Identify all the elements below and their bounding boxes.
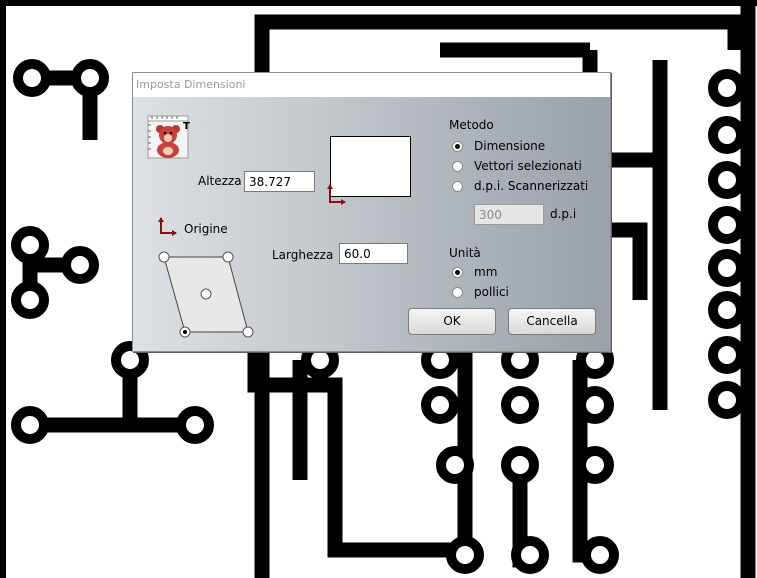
vettori-selezionati-label[interactable]: Vettori selezionati — [474, 159, 582, 173]
corner-axes-icon — [327, 184, 346, 205]
dpi-scannerizzati-label[interactable]: d.p.i. Scannerizzati — [474, 179, 589, 193]
altezza-input[interactable] — [244, 171, 315, 192]
dimensione-label[interactable]: Dimensione — [474, 139, 546, 153]
dialog-title: Imposta Dimensioni — [136, 78, 246, 91]
svg-text:T: T — [183, 121, 190, 132]
teddy-bear-ruler-icon: T — [147, 115, 190, 159]
radio-pollici[interactable] — [452, 287, 463, 298]
radio-mm[interactable] — [452, 267, 463, 278]
unita-heading: Unità — [449, 246, 481, 260]
cancel-button[interactable]: Cancella — [508, 308, 596, 335]
dialog-titlebar[interactable]: Imposta Dimensioni — [133, 73, 610, 97]
larghezza-label: Larghezza — [272, 248, 334, 262]
radio-dpi-scannerizzati[interactable] — [452, 181, 463, 192]
mm-label[interactable]: mm — [474, 265, 498, 279]
pollici-label[interactable]: pollici — [474, 285, 509, 299]
ok-button[interactable]: OK — [408, 308, 496, 335]
metodo-heading: Metodo — [449, 118, 494, 132]
radio-vettori-selezionati[interactable] — [452, 161, 463, 172]
origine-label: Origine — [184, 222, 228, 236]
dpi-unit-label: d.p.i — [550, 207, 577, 221]
larghezza-input[interactable] — [339, 243, 408, 264]
imposta-dimensioni-dialog: Imposta Dimensioni T Altezza Metodo Dime… — [132, 72, 611, 352]
altezza-label: Altezza — [198, 174, 242, 188]
radio-dimensione[interactable] — [452, 141, 463, 152]
origin-axes-icon — [158, 217, 177, 236]
dpi-input[interactable] — [474, 204, 544, 225]
origin-selector[interactable] — [157, 249, 257, 341]
size-preview — [330, 136, 411, 197]
